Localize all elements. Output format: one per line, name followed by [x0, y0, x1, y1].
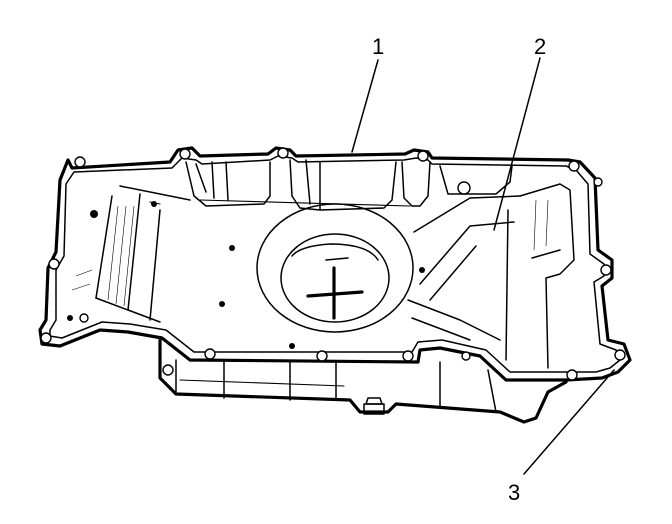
leader-line-2 — [493, 57, 541, 231]
pan-floor — [67, 183, 575, 369]
callout-leaders — [351, 57, 615, 475]
callout-3-label: 3 — [508, 480, 520, 505]
flange-bolt-holes — [40, 147, 626, 381]
leader-line-3 — [523, 369, 615, 475]
pan-flange-outline — [38, 146, 632, 382]
rear-wall-ribs — [185, 159, 513, 211]
interior-shading — [71, 199, 549, 307]
callout-labels: 1 2 3 — [372, 34, 546, 505]
callout-1-label: 1 — [372, 34, 384, 59]
callout-2-label: 2 — [534, 34, 546, 59]
leader-line-1 — [351, 59, 379, 153]
sump-skirt — [158, 338, 568, 424]
